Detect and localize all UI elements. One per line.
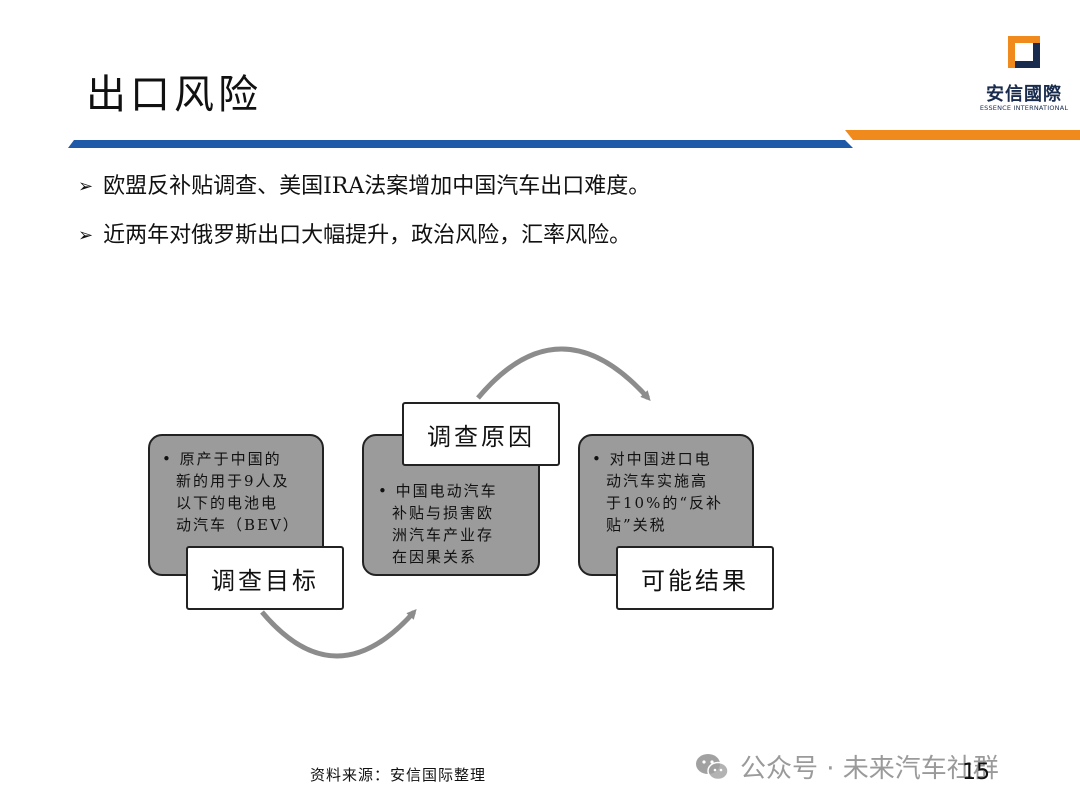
page-title: 出口风险 bbox=[86, 72, 262, 118]
label-investigation-reason: 调查原因 bbox=[402, 402, 560, 466]
top-curved-arrow bbox=[476, 346, 651, 401]
box-text-possible-outcome: • 对中国进口电 动汽车实施高 于10%的“反补 贴”关税 bbox=[592, 450, 724, 534]
arrow-bullet-icon: ➢ bbox=[78, 176, 94, 197]
bullet-list: ➢ 欧盟反补贴调查、美国IRA法案增加中国汽车出口难度。 ➢ 近两年对俄罗斯出口… bbox=[78, 172, 650, 270]
arrow-bullet-icon: ➢ bbox=[78, 225, 94, 246]
bullet-item: ➢ 欧盟反补贴调查、美国IRA法案增加中国汽车出口难度。 bbox=[78, 172, 650, 202]
watermark: 公众号 · 未来汽车社群 bbox=[694, 748, 999, 785]
wechat-icon bbox=[696, 753, 729, 780]
bottom-curved-arrow bbox=[260, 609, 417, 659]
source-note: 资料来源：安信国际整理 bbox=[310, 766, 487, 784]
bullet-text: 近两年对俄罗斯出口大幅提升，政治风险，汇率风险。 bbox=[103, 223, 632, 248]
company-logo: 安信國際 ESSENCE INTERNATIONAL bbox=[978, 36, 1070, 116]
box-text-investigation-target: • 原产于中国的 新的用于9人及 以下的电池电 动汽车（BEV） bbox=[162, 450, 300, 534]
bullet-item: ➢ 近两年对俄罗斯出口大幅提升，政治风险，汇率风险。 bbox=[78, 221, 650, 251]
header-divider-band bbox=[68, 130, 1080, 148]
watermark-text: 公众号 · 未来汽车社群 bbox=[740, 754, 999, 784]
bullet-text: 欧盟反补贴调查、美国IRA法案增加中国汽车出口难度。 bbox=[103, 174, 651, 199]
page-number: 15 bbox=[962, 760, 990, 785]
box-text-investigation-reason: • 中国电动汽车 补贴与损害欧 洲汽车产业存 在因果关系 bbox=[378, 482, 498, 566]
label-possible-outcome: 可能结果 bbox=[616, 546, 774, 610]
logo-english-text: ESSENCE INTERNATIONAL bbox=[979, 104, 1069, 112]
label-investigation-target: 调查目标 bbox=[186, 546, 344, 610]
logo-chinese-text: 安信國際 bbox=[986, 84, 1062, 105]
logo-mark-icon bbox=[1008, 36, 1040, 68]
